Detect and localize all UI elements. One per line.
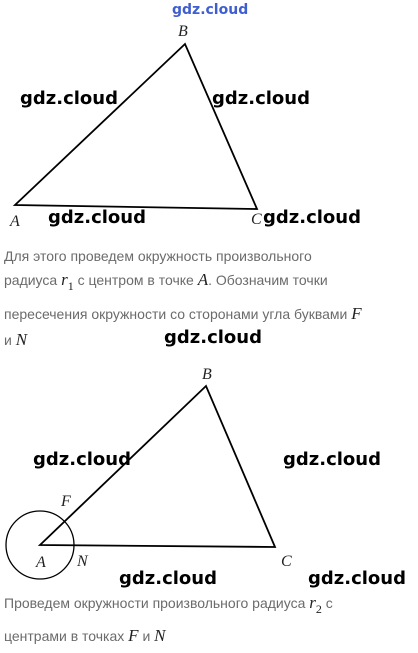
watermark: gdz.cloud [119, 568, 217, 589]
triangle-abc-1 [12, 42, 259, 210]
vertex-label-c: C [251, 211, 262, 228]
paragraph1-line3: пересечения окружности со сторонами угла… [4, 304, 362, 323]
watermark: gdz.cloud [308, 568, 406, 589]
watermark: gdz.cloud [164, 327, 262, 348]
triangle-abc-2 [37, 384, 277, 548]
circle-center-a [5, 510, 75, 580]
watermark: gdz.cloud [263, 207, 361, 228]
watermark: gdz.cloud [48, 207, 146, 228]
watermark-top: gdz.cloud [172, 2, 249, 18]
watermark: gdz.cloud [283, 449, 381, 470]
vertex-label-b: B [178, 23, 188, 40]
watermark: gdz.cloud [33, 449, 131, 470]
vertex-label-b: B [202, 366, 212, 383]
paragraph1-line4: и N [4, 330, 28, 349]
point-label-f: F [61, 493, 71, 510]
watermark: gdz.cloud [20, 88, 118, 109]
paragraph2-line2: центрами в точках F и N [4, 626, 166, 645]
paragraph1-line2: радиуса r1 с центром в точке A. Обозначи… [4, 270, 328, 293]
point-label-n: N [77, 553, 88, 570]
paragraph1-line1: Для этого проведем окружность произвольн… [4, 248, 312, 264]
watermark: gdz.cloud [212, 88, 310, 109]
vertex-label-a: A [10, 213, 20, 230]
vertex-label-a: A [36, 554, 46, 571]
vertex-label-c: C [281, 553, 292, 570]
paragraph2-line1: Проведем окружности произвольного радиус… [4, 593, 333, 616]
